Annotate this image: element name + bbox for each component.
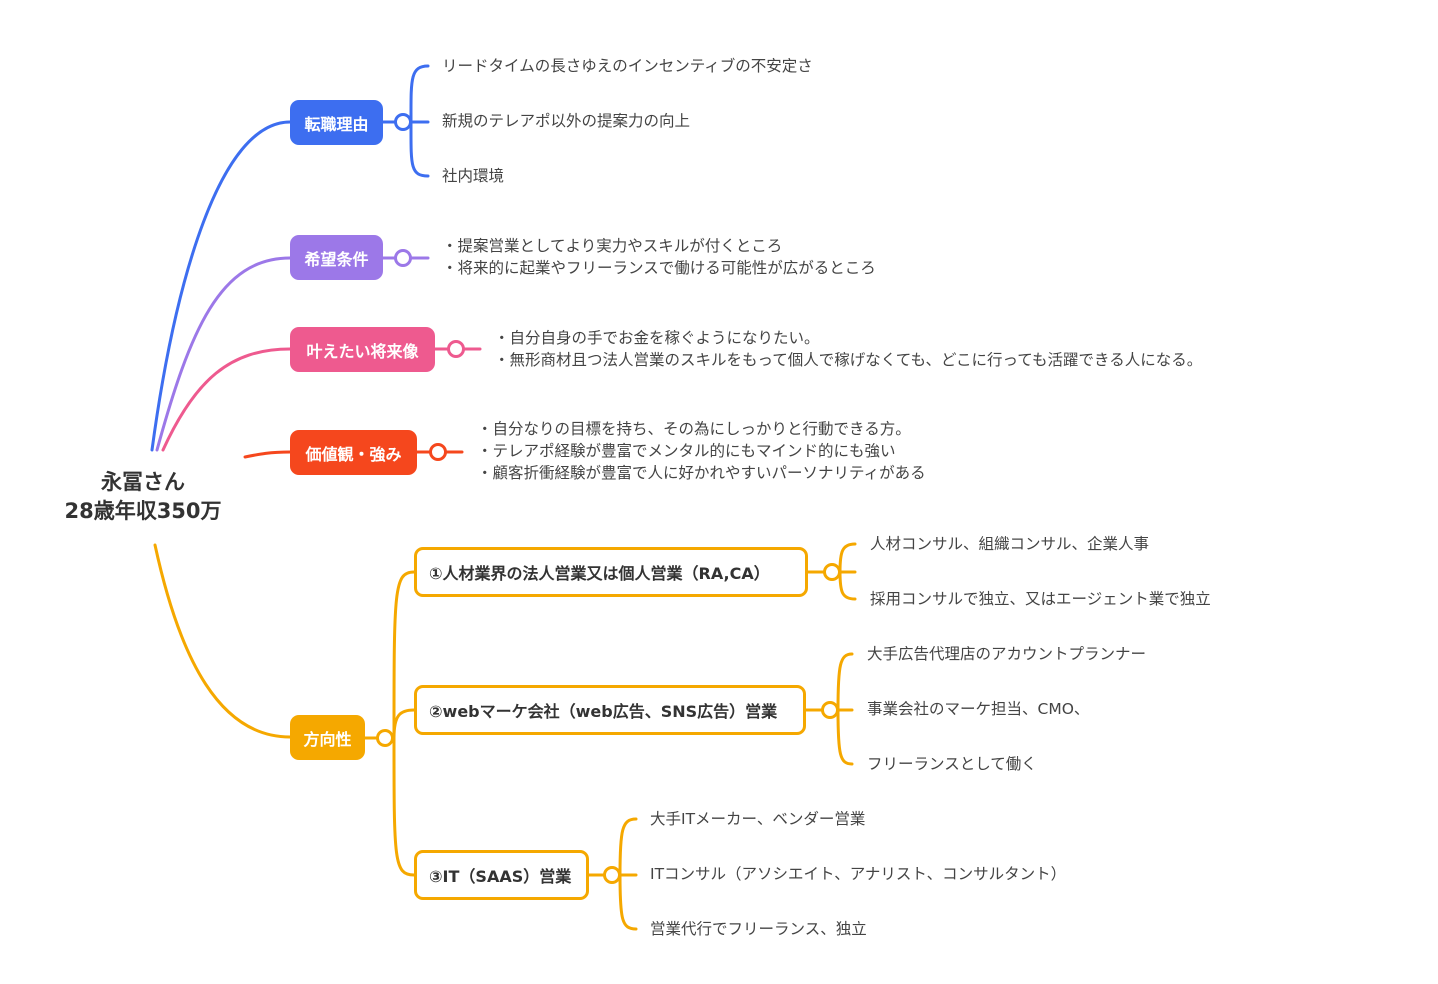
leaf-line: ・顧客折衝経験が豊富で人に好かれやすいパーソナリティがある <box>477 464 926 482</box>
leaf-item[interactable]: ITコンサル（アソシエイト、アナリスト、コンサルタント） <box>650 865 1067 883</box>
leaf-item[interactable]: 営業代行でフリーランス、独立 <box>650 920 867 938</box>
root-topic[interactable]: 永冨さん 28歳年収350万 <box>43 468 243 526</box>
leaf-item[interactable]: ・自分なりの目標を持ち、その為にしっかりと行動できる方。 ・テレアポ経験が豊富で… <box>477 418 926 484</box>
leaf-line: ・自分なりの目標を持ち、その為にしっかりと行動できる方。 <box>477 420 911 438</box>
leaf-item[interactable]: 新規のテレアポ以外の提案力の向上 <box>442 112 691 130</box>
topic-future[interactable]: 叶えたい将来像 <box>290 327 435 372</box>
leaf-item[interactable]: 人材コンサル、組織コンサル、企業人事 <box>870 535 1150 553</box>
root-name: 永冨さん <box>101 470 185 494</box>
leaf-line: ・無形商材且つ法人営業のスキルをもって個人で稼げなくても、どこに行っても活躍でき… <box>494 351 1203 369</box>
subtopic-it-sales[interactable]: ③IT（SAAS）営業 <box>414 850 589 900</box>
leaf-item[interactable]: フリーランスとして働く <box>867 755 1037 773</box>
subtopic-web-marketing[interactable]: ②webマーケ会社（web広告、SNS広告）営業 <box>414 685 806 735</box>
leaf-item[interactable]: 事業会社のマーケ担当、CMO、 <box>867 700 1090 718</box>
leaf-line: ・将来的に起業やフリーランスで働ける可能性が広がるところ <box>442 259 876 277</box>
subtopic-hr-sales[interactable]: ①人材業界の法人営業又は個人営業（RA,CA） <box>414 547 808 597</box>
leaf-line: ・自分自身の手でお金を稼ぐようになりたい。 <box>494 329 820 347</box>
root-detail: 28歳年収350万 <box>64 499 222 523</box>
leaf-item[interactable]: ・提案営業としてより実力やスキルが付くところ ・将来的に起業やフリーランスで働け… <box>442 235 876 279</box>
leaf-item[interactable]: 大手ITメーカー、ベンダー営業 <box>650 810 866 828</box>
leaf-item[interactable]: ・自分自身の手でお金を稼ぐようになりたい。 ・無形商材且つ法人営業のスキルをもっ… <box>494 327 1202 371</box>
topic-reasons[interactable]: 転職理由 <box>290 100 383 145</box>
topic-direction[interactable]: 方向性 <box>290 715 365 760</box>
topic-values[interactable]: 価値観・強み <box>290 430 417 475</box>
leaf-line: ・提案営業としてより実力やスキルが付くところ <box>442 237 783 255</box>
leaf-item[interactable]: 社内環境 <box>442 167 505 185</box>
leaf-line: ・テレアポ経験が豊富でメンタル的にもマインド的にも強い <box>477 442 896 460</box>
leaf-item[interactable]: 大手広告代理店のアカウントプランナー <box>867 645 1147 663</box>
topic-conditions[interactable]: 希望条件 <box>290 235 383 280</box>
leaf-item[interactable]: リードタイムの長さゆえのインセンティブの不安定さ <box>442 57 813 75</box>
leaf-item[interactable]: 採用コンサルで独立、又はエージェント業で独立 <box>870 590 1211 608</box>
